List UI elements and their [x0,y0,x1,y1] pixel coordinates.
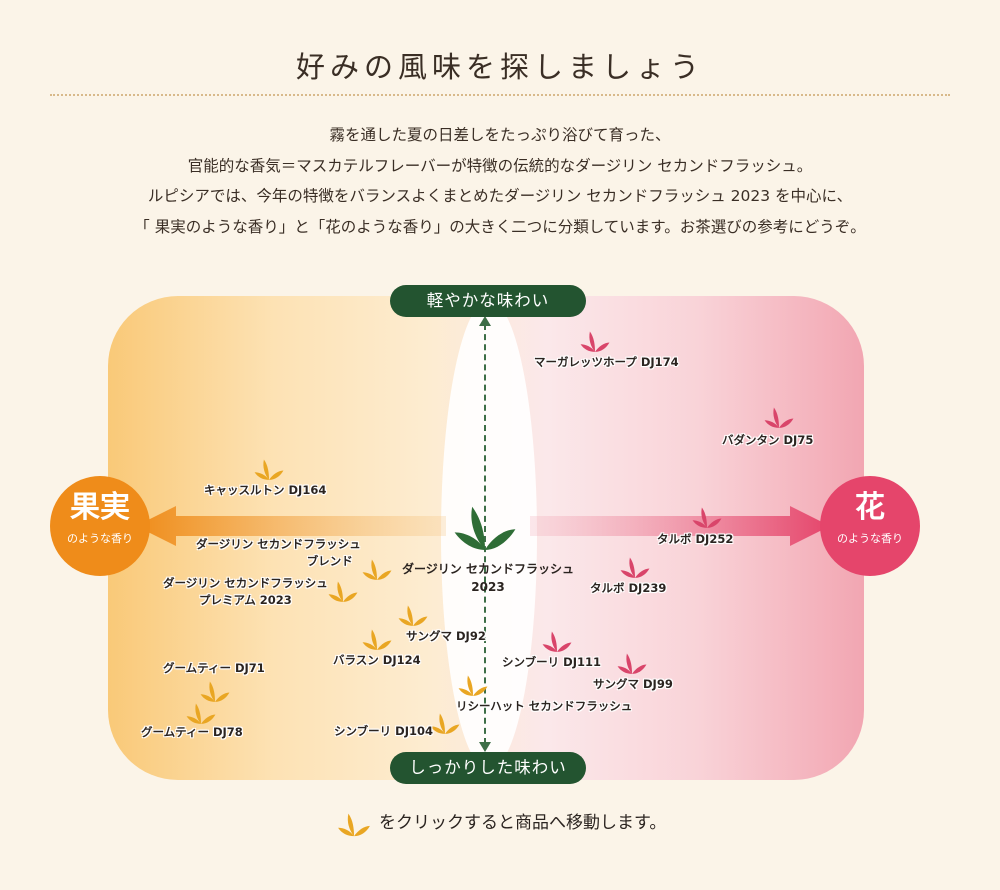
tea-leaf-icon[interactable] [184,698,218,726]
product-risheehat[interactable]: リシーハット セカンドフラッシュ [456,699,633,713]
intro-line: 霧を通した夏の日差しをたっぷり浴びて育った、 [329,126,671,144]
tea-leaf-icon[interactable] [540,626,574,654]
fruit-aroma-badge: 果実 のような香り [50,476,150,576]
product-sungma-99[interactable]: サングマ DJ99 [593,677,673,691]
center-name: ダージリン セカンドフラッシュ [402,562,574,576]
fruit-subtitle: のような香り [67,532,133,545]
flower-title: 花 [855,490,885,525]
tea-leaf-icon[interactable] [428,708,462,736]
product-blend-line1: ダージリン セカンドフラッシュ [196,537,361,551]
product-singbulli-104[interactable]: シンブーリ DJ104 [334,724,433,738]
tea-leaf-icon[interactable] [326,576,360,604]
product-ballason[interactable]: バラスン DJ124 [333,653,421,667]
intro-text: 霧を通した夏の日差しをたっぷり浴びて育った、 官能的な香気＝マスカテルフレーバー… [0,120,1000,242]
tea-leaf-icon[interactable] [578,326,612,354]
flower-aroma-badge: 花 のような香り [820,476,920,576]
axis-label-rich: しっかりした味わい [390,752,586,784]
intro-line: ルピシアでは、今年の特徴をバランスよくまとめたダージリン セカンドフラッシュ 2… [147,187,853,205]
tea-leaf-icon[interactable] [615,648,649,676]
product-premium-line1: ダージリン セカンドフラッシュ [163,576,328,590]
tea-leaf-icon[interactable] [360,624,394,652]
product-premium[interactable]: ダージリン セカンドフラッシュ プレミアム 2023 [163,575,328,609]
tea-leaf-icon[interactable] [762,402,796,430]
product-blend[interactable]: ダージリン セカンドフラッシュ ブレンド [196,536,361,570]
product-thurbo-239[interactable]: タルボ DJ239 [590,581,667,595]
footer-note-text: をクリックすると商品へ移動します。 [379,813,667,833]
product-margarets-hope[interactable]: マーガレッツホープ DJ174 [534,355,679,369]
tea-leaf-icon[interactable] [456,670,490,698]
title-divider [50,94,950,96]
product-gomtea-78[interactable]: グームティー DJ78 [141,725,243,739]
tea-leaf-icon[interactable] [252,454,286,482]
product-gomtea-71[interactable]: グームティー DJ71 [163,661,265,675]
product-thurbo-252[interactable]: タルボ DJ252 [657,532,734,546]
product-sungma-92[interactable]: サングマ DJ92 [406,629,486,643]
intro-line: 官能的な香気＝マスカテルフレーバーが特徴の伝統的なダージリン セカンドフラッシュ… [187,156,813,175]
vertical-axis-line [484,324,486,744]
tea-leaf-icon[interactable] [618,552,652,580]
tea-leaf-icon-center[interactable] [453,500,517,552]
arrow-up-icon [479,316,491,326]
product-blend-line2: ブレンド [306,554,353,568]
tea-leaf-icon[interactable] [690,502,724,530]
tea-leaf-icon [337,813,370,837]
axis-label-light: 軽やかな味わい [390,285,586,317]
product-singbulli-111[interactable]: シンブーリ DJ111 [502,655,601,669]
product-castleton[interactable]: キャッスルトン DJ164 [204,483,327,497]
center-product-label[interactable]: ダージリン セカンドフラッシュ 2023 [400,560,576,596]
product-badamtam[interactable]: バダンタン DJ75 [722,433,814,447]
intro-line: 「 果実のような香り」と「花のような香り」の大きく二つに分類しています。お茶選び… [134,217,866,236]
page-title: 好みの風味を探しましょう [295,50,704,84]
arrow-right-icon [530,506,830,546]
arrow-left-icon [136,506,446,546]
flower-subtitle: のような香り [837,532,903,545]
tea-leaf-icon[interactable] [360,554,394,582]
footer-note: をクリックすると商品へ移動します。 [0,808,1000,838]
center-year: 2023 [471,580,505,594]
product-premium-line2: プレミアム 2023 [199,593,292,607]
tea-leaf-icon[interactable] [396,600,430,628]
fruit-title: 果実 [70,490,130,525]
arrow-down-icon [479,742,491,752]
